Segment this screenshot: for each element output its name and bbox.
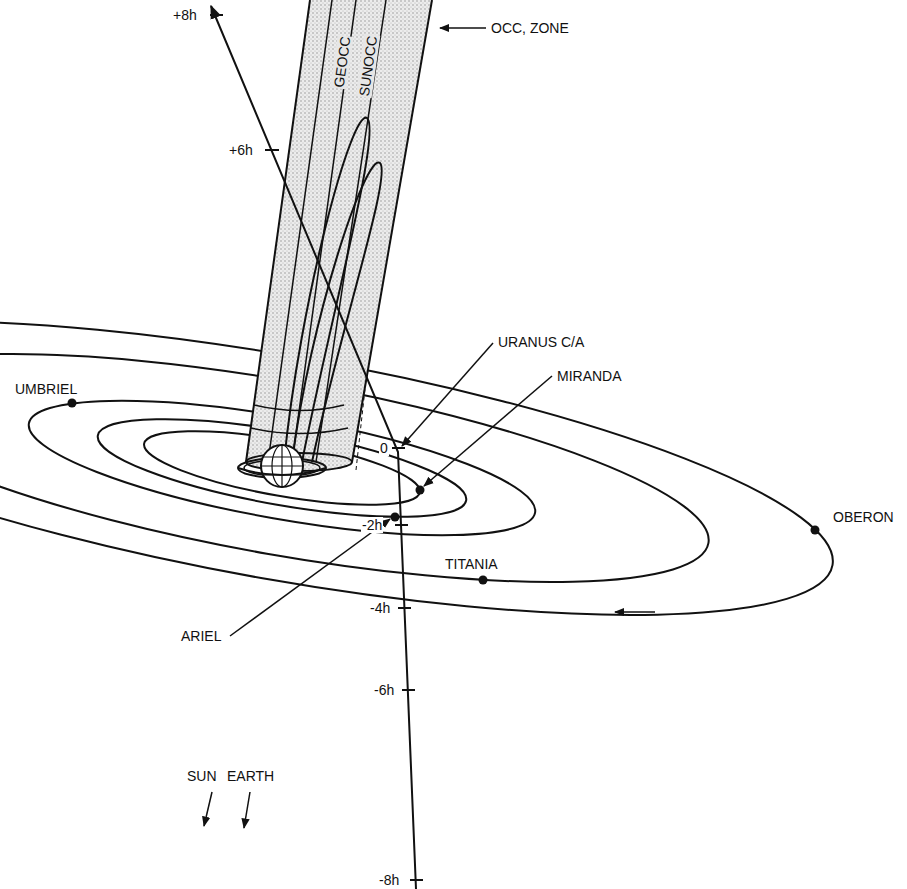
- time-mark: -2h: [361, 517, 383, 533]
- moon-orbits: [0, 261, 852, 676]
- time-mark: -8h: [378, 872, 400, 888]
- moon-label: UMBRIEL: [14, 381, 78, 397]
- direction-label: EARTH: [226, 768, 275, 784]
- time-mark: -4h: [369, 600, 391, 616]
- time-mark: +6h: [228, 142, 254, 158]
- direction-label: SUN: [186, 768, 218, 784]
- occultation-zone: [246, 0, 432, 471]
- moon-dots: [68, 399, 820, 585]
- time-mark: 0: [379, 440, 389, 456]
- time-mark: +8h: [172, 7, 198, 23]
- moon-label: OBERON: [832, 509, 895, 525]
- time-mark: -6h: [373, 682, 395, 698]
- callout-label: URANUS C/A: [497, 334, 585, 350]
- moon-label: TITANIA: [444, 556, 499, 572]
- uranus-planet: [238, 445, 326, 487]
- callout-label: ARIEL: [180, 628, 222, 644]
- callout-label: MIRANDA: [556, 368, 623, 384]
- spacecraft-trajectory: [210, 6, 423, 889]
- zone-label: OCC, ZONE: [490, 20, 570, 36]
- leader-lines: [204, 28, 655, 828]
